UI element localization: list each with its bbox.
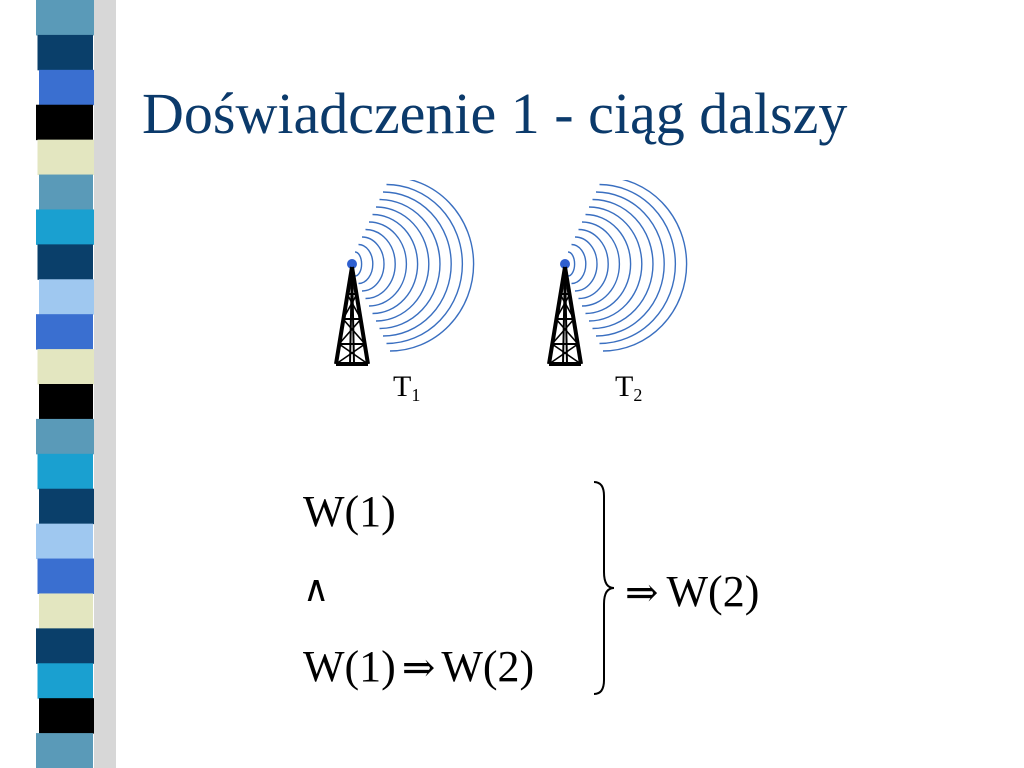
tower-tip-icon <box>560 259 570 269</box>
tower-tip-icon <box>347 259 357 269</box>
decorative-side-stripe <box>36 0 116 768</box>
right-curly-brace <box>593 481 615 695</box>
radio-towers-diagram <box>334 180 688 366</box>
tower-label-index: 2 <box>633 385 643 405</box>
formula-premise-1: W(1) <box>303 487 396 536</box>
tower-label-t2: T2 <box>615 370 643 405</box>
formula-conclusion: ⇒W(2) <box>625 570 759 614</box>
tower-label-index: 1 <box>411 385 421 405</box>
implies-symbol: ⇒ <box>401 645 436 691</box>
tower-label-letter: T <box>393 370 412 403</box>
tower-2-signal-waves <box>567 180 688 352</box>
logical-and-symbol: ∧ <box>303 569 330 610</box>
conclusion-value: W(2) <box>666 567 760 616</box>
radio-tower-icon <box>547 259 583 366</box>
tower-label-t1: T1 <box>393 370 421 405</box>
tower-1-signal-waves <box>354 180 475 352</box>
premise-2-antecedent: W(1) <box>303 642 396 691</box>
slide-title: Doświadczenie 1 - ciąg dalszy <box>142 81 848 146</box>
conclusion-implies-symbol: ⇒ <box>625 570 659 616</box>
tower-label-letter: T <box>615 370 634 403</box>
radio-tower-icon <box>334 259 370 366</box>
premise-2-consequent: W(2) <box>441 642 535 691</box>
formula-premise-2: W(1)⇒W(2) <box>303 645 534 689</box>
